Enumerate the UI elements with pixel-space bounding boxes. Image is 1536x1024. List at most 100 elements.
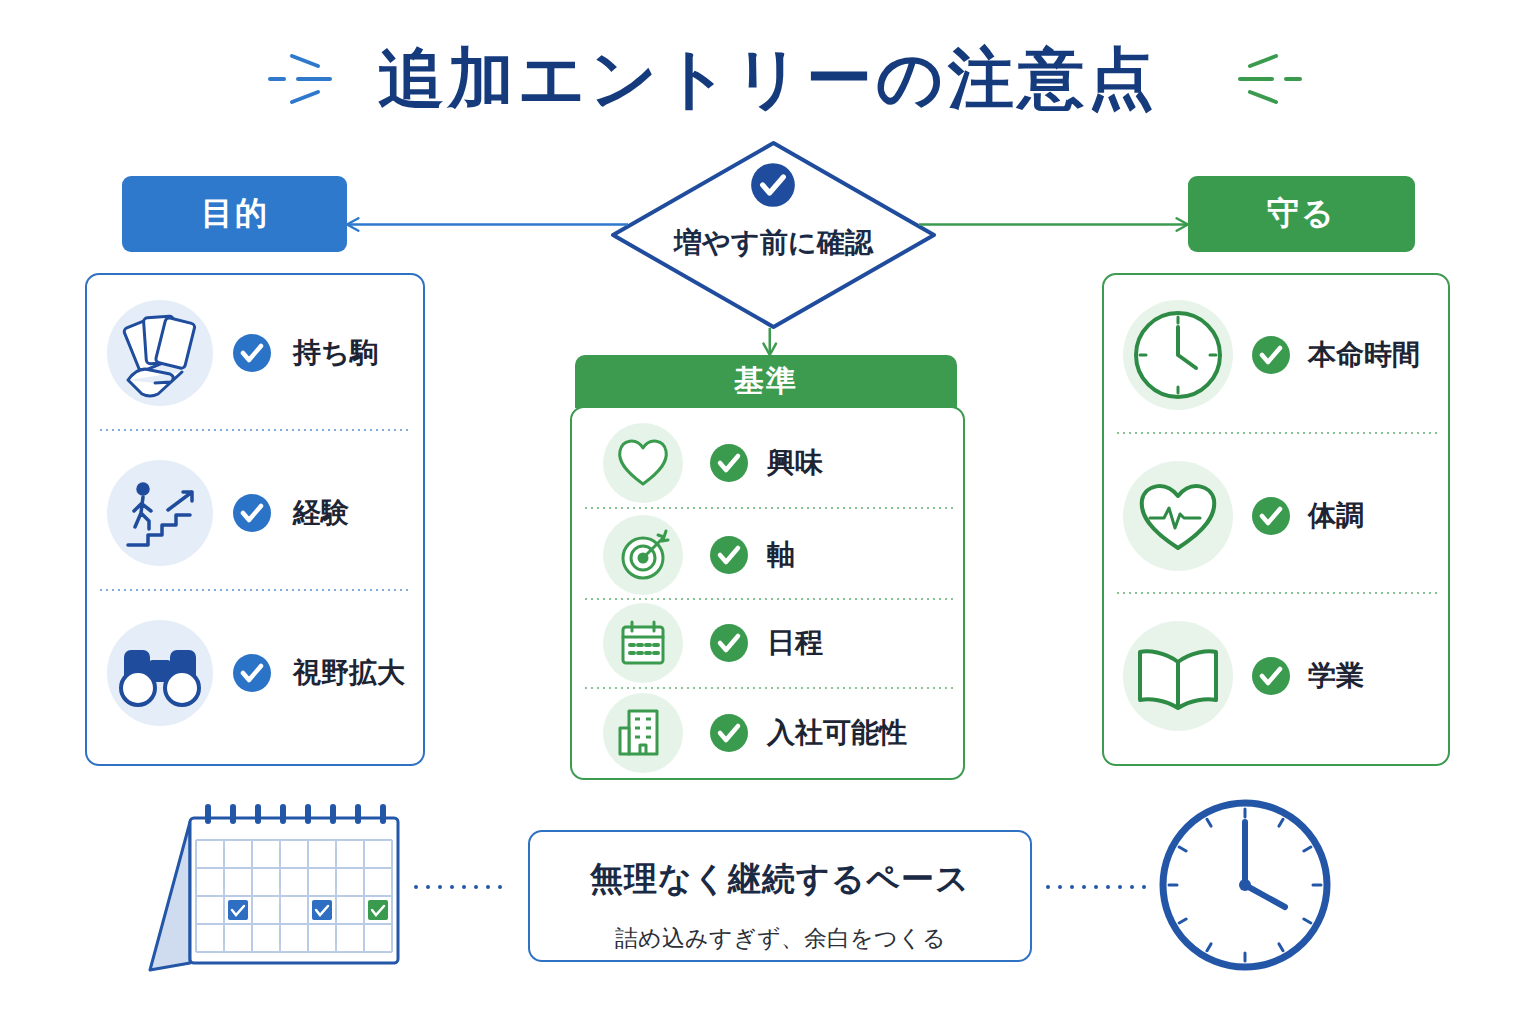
title-accent: [292, 92, 318, 102]
item-label: 日程: [767, 621, 823, 665]
item-panel: 本命時間体調学業: [1102, 273, 1450, 766]
icon-background: [603, 423, 683, 773]
row-divider: [100, 589, 412, 591]
binoculars-icon: [150, 662, 170, 680]
item-label: 入社可能性: [767, 711, 907, 755]
title-accent: [270, 56, 330, 102]
decision-diamond: 増やす前に確認: [610, 140, 937, 330]
calendar-icon: [631, 622, 634, 631]
clock-icon: [1136, 313, 1220, 397]
check-mark: [710, 536, 748, 574]
connector-line: [919, 223, 1188, 226]
calendar-icon: [623, 622, 663, 663]
calendar-illustration: [150, 822, 190, 970]
calendar-illustration: [380, 804, 386, 824]
clock-illustration: [1163, 803, 1327, 967]
calendar-illustration: [228, 900, 248, 920]
summary-note: 詰め込みすぎず、余白をつくる: [530, 922, 1030, 954]
calendar-illustration: [312, 900, 332, 920]
health-icon: [1150, 508, 1200, 528]
row-divider: [100, 429, 412, 431]
clock-icon: [1178, 327, 1196, 368]
heart-icon: [620, 441, 667, 484]
calendar-icon: [623, 636, 663, 639]
calendar-illustration: [230, 804, 236, 824]
binoculars-icon: [126, 652, 148, 680]
calendar-icon: [630, 645, 658, 653]
health-icon: [1142, 486, 1214, 548]
icon-background: [1123, 461, 1233, 571]
calendar-icon: [653, 622, 656, 631]
row-divider: [1117, 433, 1437, 593]
target-icon: [631, 546, 655, 570]
calendar-illustration: [196, 840, 392, 952]
binoculars-icon: [165, 671, 199, 705]
arrow-head: [1177, 218, 1188, 230]
cards-icon: [143, 316, 176, 364]
row-divider: [1117, 592, 1437, 594]
clock-illustration: [1163, 803, 1327, 967]
arrow-head: [347, 218, 358, 230]
icon-background: [603, 423, 683, 503]
check-mark: [1252, 336, 1290, 374]
connector-line: [769, 328, 772, 355]
binoculars-icon: [121, 671, 155, 705]
connector: [764, 328, 776, 355]
title-accent: [1250, 56, 1276, 66]
decision-label: 増やす前に確認: [610, 223, 937, 263]
check-mark: [710, 624, 748, 662]
stairs-icon: [134, 497, 151, 529]
row-divider: [585, 687, 955, 689]
connector-line: [347, 223, 628, 226]
row-divider: [1117, 432, 1437, 434]
clock-illustration: [1169, 809, 1321, 961]
check-mark: [1252, 497, 1290, 535]
check-mark: [233, 494, 271, 532]
item-label: 持ち駒: [293, 331, 378, 375]
item-label: 視野拡大: [293, 651, 405, 695]
title-accent: [1240, 77, 1272, 81]
book-icon: [1140, 651, 1216, 708]
icon-background: [1123, 300, 1233, 410]
stairs-icon: [138, 484, 148, 494]
calendar-illustration: [280, 804, 286, 824]
check-mark: [1252, 657, 1290, 695]
icon-background: [107, 300, 213, 406]
target-icon: [623, 531, 668, 578]
item-panel: 持ち駒経験視野拡大: [85, 273, 425, 766]
connector: [347, 218, 628, 230]
calendar-illustration: [205, 804, 386, 824]
binoculars-icon: [121, 652, 199, 705]
diagram-title: 追加エントリーの注意点: [0, 34, 1536, 124]
calendar-illustration: [190, 818, 398, 963]
item-label: 体調: [1308, 494, 1364, 538]
icon-background: [1123, 300, 1233, 731]
calendar-illustration: [232, 906, 244, 915]
calendar-illustration: [205, 804, 211, 824]
cards-icon: [128, 369, 182, 396]
arrow-head: [764, 344, 776, 355]
building-icon: [629, 711, 657, 754]
clock-icon: [1140, 317, 1216, 393]
stairs-icon: [128, 484, 192, 545]
health-icon: [1142, 486, 1214, 548]
icon-background: [107, 460, 213, 566]
item-label: 経験: [293, 491, 349, 535]
title-accent: [292, 56, 318, 66]
section-header: 基準: [575, 355, 957, 408]
calendar-illustration: [255, 804, 261, 824]
icon-background: [603, 603, 683, 683]
heart-icon: [620, 441, 667, 484]
dotted-leader: [416, 885, 512, 889]
calendar-illustration: [316, 906, 328, 915]
target-icon: [639, 554, 647, 562]
building-icon: [620, 711, 657, 754]
icon-background: [1123, 621, 1233, 731]
cards-icon: [155, 317, 195, 369]
stairs-icon: [168, 492, 192, 510]
calendar-illustration: [372, 906, 384, 915]
item-panel: 興味軸日程入社可能性: [570, 406, 965, 780]
target-icon: [643, 531, 668, 558]
calendar-illustration: [330, 804, 336, 824]
title-accent: [1250, 92, 1276, 102]
